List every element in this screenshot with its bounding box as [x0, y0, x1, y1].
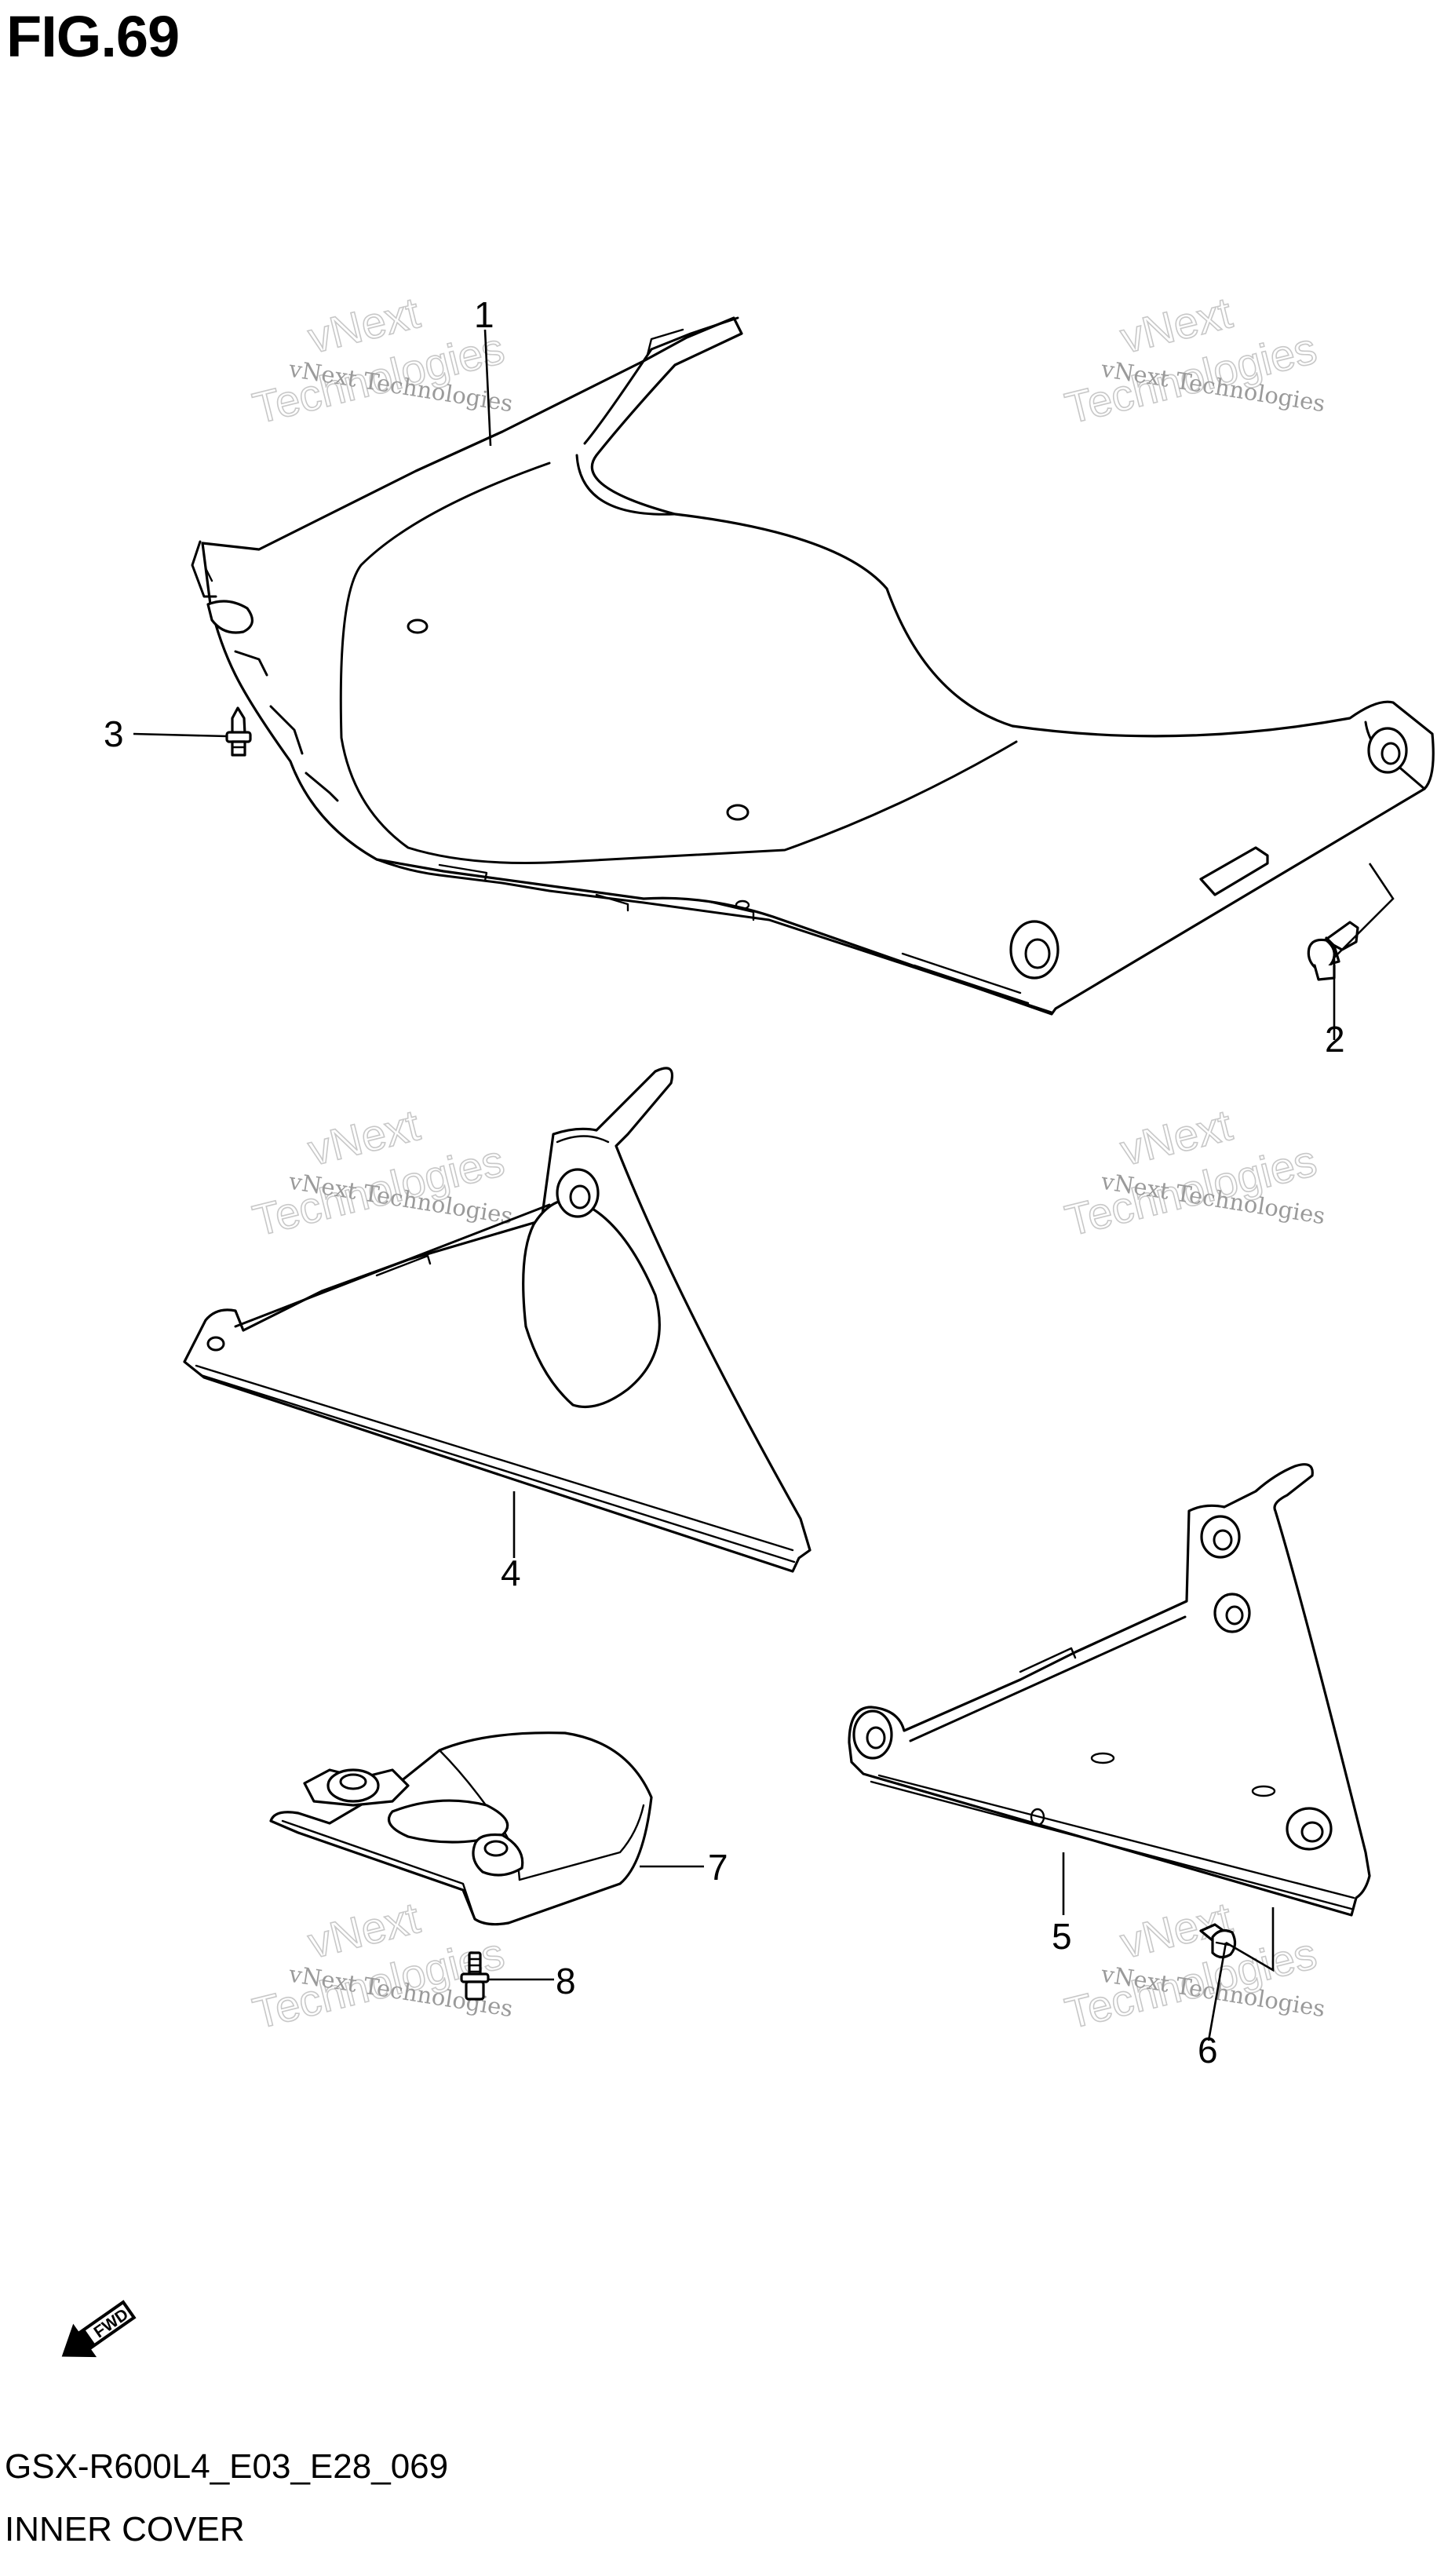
figure-name: INNER COVER	[5, 2510, 245, 2549]
watermark-group-3: vNext Technologies vNext Technologies	[247, 1099, 515, 1246]
callout-3: 3	[104, 713, 124, 754]
part-6-screw	[1199, 1907, 1275, 2041]
callout-7: 7	[708, 1847, 728, 1888]
watermark-group-4: vNext Technologies vNext Technologies	[1060, 1099, 1327, 1246]
part-4-inner-panel	[183, 1067, 812, 1573]
part-2-push-clip	[1307, 863, 1395, 1040]
part-8-bolt	[460, 1951, 554, 2001]
part-3-screw	[133, 706, 252, 757]
callout-6: 6	[1198, 2030, 1218, 2071]
part-7-inner-piece	[269, 1731, 704, 1926]
part-1-inner-cover	[191, 316, 1435, 1016]
callout-8: 8	[556, 1961, 576, 2001]
fwd-arrow-icon: FWD	[61, 2300, 137, 2358]
figure-code: GSX-R600L4_E03_E28_069	[5, 2447, 449, 2486]
watermark-group-2: vNext Technologies vNext Technologies	[1060, 286, 1327, 433]
callout-1: 1	[474, 294, 494, 335]
leader-1	[483, 329, 492, 447]
callout-4: 4	[501, 1553, 521, 1593]
callout-2: 2	[1325, 1019, 1345, 1060]
callout-5: 5	[1052, 1916, 1072, 1957]
part-5-inner-panel	[848, 1463, 1371, 1917]
watermark-group-6: vNext Technologies vNext Technologies	[1060, 1892, 1327, 2038]
figure-title: FIG.69	[6, 4, 180, 69]
